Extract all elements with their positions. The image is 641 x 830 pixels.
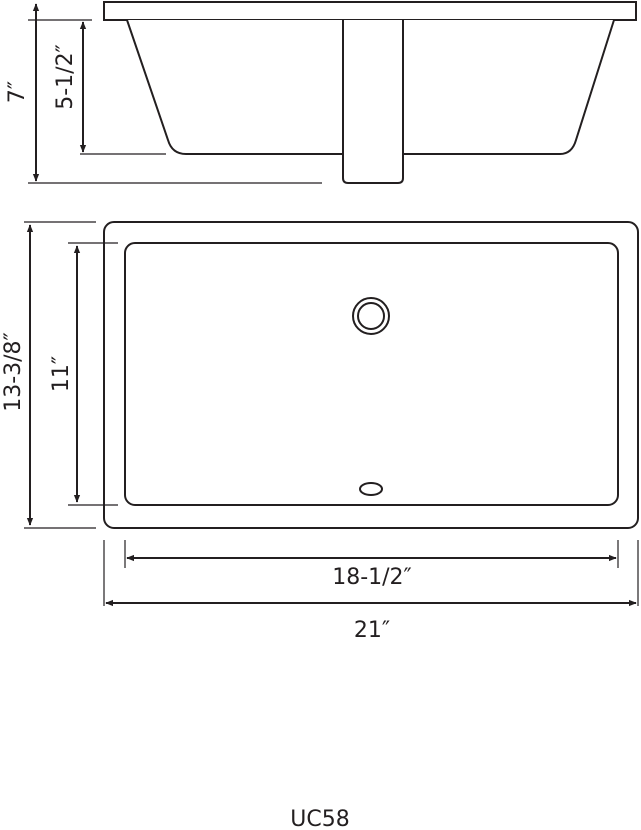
top-view (24, 221, 639, 607)
drain-inner (357, 302, 385, 330)
label-bowl-depth-side: 5-1/2″ (53, 44, 78, 110)
overflow-opening (359, 482, 383, 496)
drain-outer (352, 297, 390, 335)
top-bowl (124, 242, 619, 506)
model-number: UC58 (290, 807, 349, 830)
label-overall-height: 7″ (5, 81, 30, 103)
side-view (28, 1, 637, 184)
side-drain (342, 20, 404, 184)
side-rim (103, 1, 637, 21)
label-overall-width: 21″ (354, 618, 390, 643)
top-outer-rim (103, 221, 639, 529)
label-bowl-width: 18-1/2″ (332, 565, 412, 590)
label-overall-depth: 13-3/8″ (1, 332, 26, 412)
label-bowl-depth-top: 11″ (49, 356, 74, 392)
